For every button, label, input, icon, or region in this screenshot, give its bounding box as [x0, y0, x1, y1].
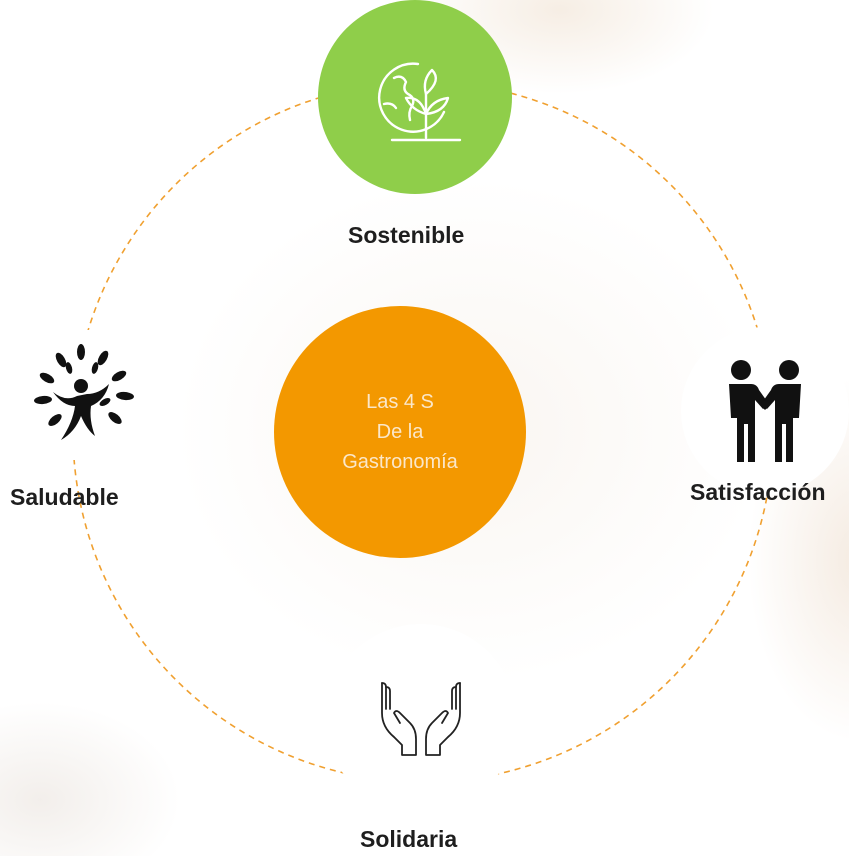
center-line-1: Las 4 S [366, 391, 434, 413]
node-sostenible [318, 0, 512, 194]
open-hands-icon [381, 682, 461, 756]
globe-plant-icon [377, 62, 462, 142]
center-line-3: Gastronomía [342, 451, 458, 473]
tree-person-icon [34, 343, 134, 440]
node-solidaria [326, 624, 516, 814]
label-saludable: Saludable [10, 484, 119, 510]
node-satisfaccion [681, 327, 849, 495]
label-sostenible: Sostenible [348, 222, 465, 248]
node-saludable [15, 330, 155, 460]
center-line-2: De la [376, 421, 424, 443]
center-circle: Las 4 S De la Gastronomía [274, 306, 526, 558]
handshake-icon [729, 360, 801, 462]
label-solidaria: Solidaria [360, 826, 458, 852]
label-satisfaccion: Satisfacción [690, 479, 826, 505]
